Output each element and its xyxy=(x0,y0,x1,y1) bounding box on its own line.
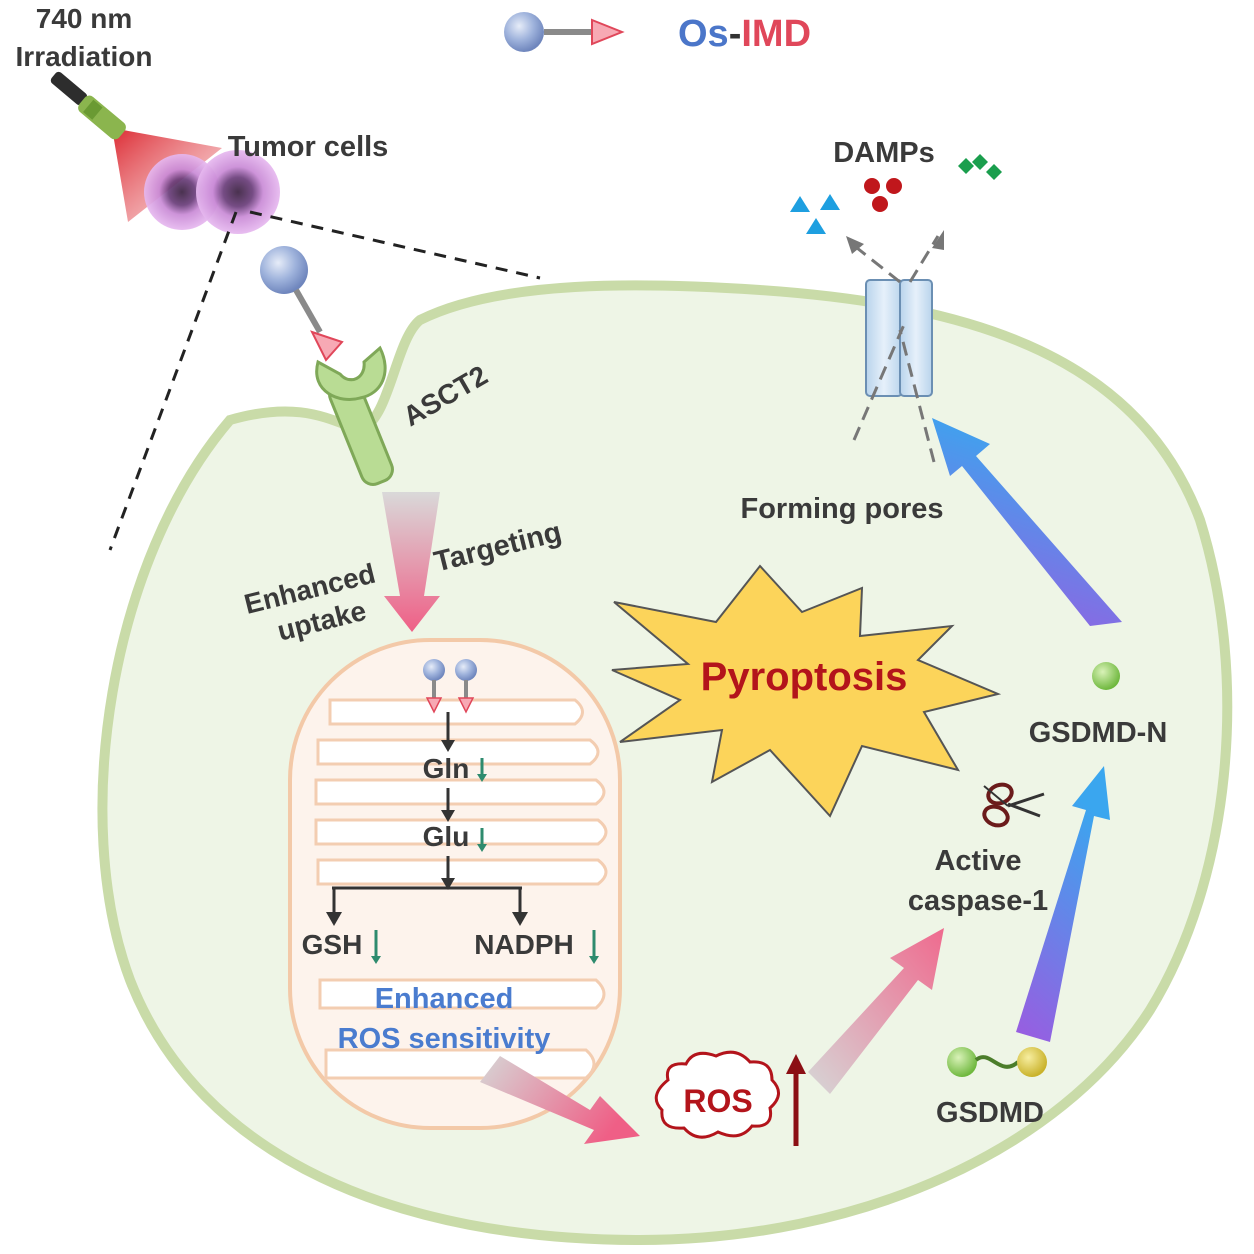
irradiation-label: Irradiation xyxy=(16,41,153,72)
gsdmd-n-to-pore-arrow xyxy=(932,418,1122,626)
gsdmd-n-ball-icon xyxy=(1092,662,1120,690)
gsdmd-label: GSDMD xyxy=(936,1097,1044,1129)
imd-triangle-icon xyxy=(425,697,443,714)
mitochondrion: Gln Glu GSH NADPH Enhanced ROS sensitivi… xyxy=(288,638,622,1130)
pyroptosis-label: Pyroptosis xyxy=(701,655,908,699)
os-imd-molecule xyxy=(260,246,344,362)
gsdmd-n-label: GSDMD-N xyxy=(1029,717,1168,749)
irradiation-wavelength: 740 nm xyxy=(36,3,133,34)
gsdmd-c-ball-icon xyxy=(1017,1047,1047,1077)
laser-probe-icon xyxy=(50,71,126,140)
decrease-arrow-icon xyxy=(589,930,599,964)
caspase-line2: caspase-1 xyxy=(908,885,1048,917)
uptake-arrow xyxy=(382,492,440,632)
efflux-arrowhead-icon xyxy=(846,236,864,254)
os-ball-icon xyxy=(455,659,477,681)
caspase-scissors-icon xyxy=(982,782,1045,828)
mito-to-ros-arrow xyxy=(480,1056,640,1144)
ros: ROS xyxy=(654,1050,806,1146)
damps-label: DAMPs xyxy=(833,137,935,169)
pyroptosis-star-icon xyxy=(611,564,1002,818)
damp-diamonds-icon xyxy=(958,154,1002,180)
damp-dots-icon xyxy=(864,178,902,212)
receptor-cup xyxy=(315,345,387,401)
damp-triangles-icon xyxy=(790,194,840,234)
forming-pores-label: Forming pores xyxy=(740,493,943,525)
tumor-cells: Tumor cells xyxy=(144,131,388,234)
decrease-arrow-icon xyxy=(477,758,487,782)
membrane-pore: Forming pores xyxy=(740,230,944,525)
os-imd-small xyxy=(423,659,477,714)
gln-label: Gln xyxy=(423,753,470,784)
efflux-arrowhead-icon xyxy=(932,230,944,250)
imd-triangle-icon xyxy=(310,330,344,362)
decrease-arrow-icon xyxy=(477,828,487,852)
pore-subunit xyxy=(899,279,933,397)
ros-cloud-icon xyxy=(654,1050,780,1139)
increase-arrow-icon xyxy=(786,1054,806,1146)
ros-sensitivity-line1: Enhanced xyxy=(375,983,514,1015)
gsdmd: GSDMD xyxy=(936,1047,1047,1129)
cristae xyxy=(314,698,608,1080)
os-ball-icon xyxy=(423,659,445,681)
legend-label: Os-IMD xyxy=(678,13,811,55)
imd-triangle-icon xyxy=(591,18,625,46)
legend: Os-IMD xyxy=(504,12,811,55)
zoom-line xyxy=(249,210,541,280)
caspase-line1: Active xyxy=(934,845,1021,877)
tumor-cells-label: Tumor cells xyxy=(228,131,389,163)
pyroptosis-burst: Pyroptosis xyxy=(611,564,1002,818)
zoom-line xyxy=(108,211,238,551)
imd-triangle-icon xyxy=(457,697,475,714)
os-ball-icon xyxy=(504,12,544,52)
ros-to-caspase-arrow xyxy=(808,928,944,1094)
nadph-label: NADPH xyxy=(474,929,574,960)
gsdmd-cleavage-arrow xyxy=(1016,766,1110,1042)
ros-sensitivity-line2: ROS sensitivity xyxy=(338,1023,551,1055)
irradiation: 740 nm Irradiation xyxy=(16,3,222,222)
glu-label: Glu xyxy=(423,821,470,852)
gsdmd-n-ball-icon xyxy=(947,1047,977,1077)
os-ball-icon xyxy=(260,246,308,294)
metabolic-pathway xyxy=(326,712,528,926)
decrease-arrow-icon xyxy=(371,930,381,964)
ros-label: ROS xyxy=(683,1083,752,1119)
damps: DAMPs xyxy=(790,137,1002,234)
gsh-label: GSH xyxy=(302,929,363,960)
